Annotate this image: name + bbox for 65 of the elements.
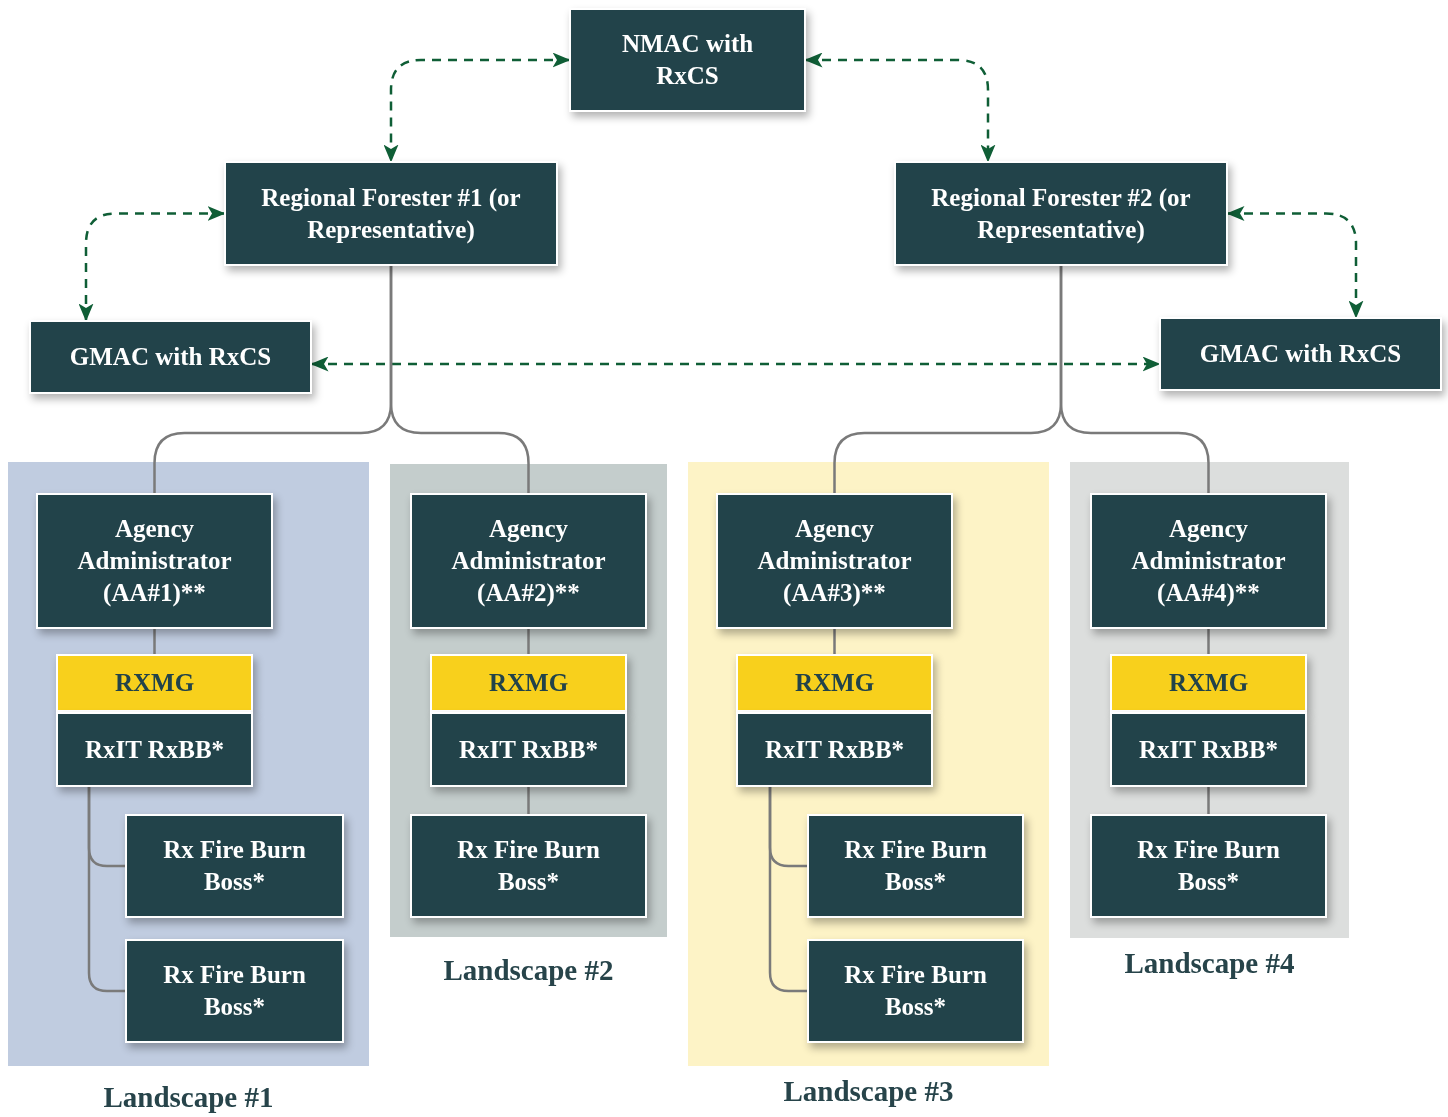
box-label: Rx Fire Burn Boss*	[162, 835, 307, 897]
connector-line	[153, 629, 156, 654]
box-label: GMAC with RxCS	[69, 342, 272, 372]
box-label: RxIT RxBB*	[458, 734, 599, 765]
org-box	[410, 814, 647, 918]
box-label: Agency Administrator (AA#3)**	[756, 514, 913, 609]
box-label: RxIT RxBB*	[764, 734, 905, 765]
box-label: Rx Fire Burn Boss*	[456, 835, 601, 897]
org-box	[1090, 814, 1327, 918]
org-box	[894, 161, 1228, 266]
group-header-box	[736, 654, 933, 712]
connector-line	[527, 629, 530, 654]
box-label: Regional Forester #1 (or Representative)	[261, 182, 521, 246]
org-box	[125, 814, 344, 918]
org-box	[29, 320, 312, 394]
box-label: Rx Fire Burn Boss*	[162, 960, 307, 1022]
box-label: RxIT RxBB*	[84, 734, 225, 765]
org-box	[1090, 493, 1327, 629]
org-box	[807, 939, 1024, 1043]
org-box	[125, 939, 344, 1043]
dashed-arrow	[310, 356, 1161, 372]
org-box	[716, 493, 953, 629]
box-label: Agency Administrator (AA#2)**	[450, 514, 607, 609]
dashed-arrow	[78, 206, 226, 322]
connector-line	[833, 629, 836, 654]
box-label: RxIT RxBB*	[1138, 734, 1279, 765]
box-label: RXMG	[488, 668, 569, 698]
connector-line	[1207, 787, 1210, 814]
connector-line	[768, 787, 807, 993]
group-header-box	[56, 654, 253, 712]
box-label: RXMG	[794, 668, 875, 698]
connector-line	[389, 266, 530, 493]
connector-line	[1207, 629, 1210, 654]
box-label: RXMG	[1168, 668, 1249, 698]
panel-heading: Landscape #1	[102, 1080, 275, 1114]
box-label: Agency Administrator (AA#1)**	[76, 514, 233, 609]
org-box	[224, 161, 558, 266]
box-label: RXMG	[114, 668, 195, 698]
box-label: Rx Fire Burn Boss*	[843, 835, 988, 897]
dashed-arrow	[383, 52, 571, 163]
org-box	[569, 8, 806, 112]
dashed-arrow	[804, 52, 996, 163]
connector-line	[527, 787, 530, 814]
org-box	[56, 712, 253, 787]
panel-heading: Landscape #2	[442, 953, 615, 987]
box-label: GMAC with RxCS	[1199, 339, 1402, 369]
box-label: NMAC with RxCS	[620, 29, 755, 91]
group-header-box	[1110, 654, 1307, 712]
group-header-box	[430, 654, 627, 712]
org-box	[1159, 317, 1442, 391]
box-label: Regional Forester #2 (or Representative)	[931, 182, 1191, 246]
panel-heading: Landscape #4	[1123, 946, 1296, 980]
connector-line	[87, 787, 125, 993]
box-label: Rx Fire Burn Boss*	[843, 960, 988, 1022]
dashed-arrow	[1226, 206, 1364, 319]
org-box	[807, 814, 1024, 918]
box-label: Agency Administrator (AA#4)**	[1130, 514, 1287, 609]
org-box	[430, 712, 627, 787]
panel-heading: Landscape #3	[782, 1074, 955, 1108]
org-box	[736, 712, 933, 787]
org-box	[410, 493, 647, 629]
org-box	[1110, 712, 1307, 787]
org-box	[36, 493, 273, 629]
connector-line	[1059, 266, 1210, 493]
box-label: Rx Fire Burn Boss*	[1136, 835, 1281, 897]
